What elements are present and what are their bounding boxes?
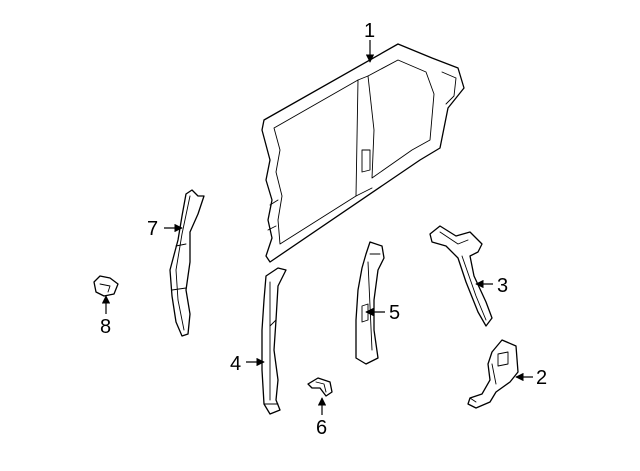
part-4-center-pillar-inner xyxy=(261,267,287,415)
callout-7: 7 xyxy=(147,218,158,240)
callout-8: 8 xyxy=(100,316,111,338)
part-5-center-pillar-reinforcement xyxy=(355,241,385,365)
leader-lines xyxy=(101,40,533,415)
part-2-rear-pillar-lower xyxy=(467,339,519,409)
part-7-hinge-pillar xyxy=(169,189,205,337)
callout-4: 4 xyxy=(230,353,241,375)
part-3-pillar-bracket xyxy=(429,225,493,327)
part-1-body-side-frame xyxy=(261,43,465,263)
callout-2: 2 xyxy=(536,367,547,389)
callout-3: 3 xyxy=(497,275,508,297)
part-6-bracket xyxy=(307,377,333,397)
callout-6: 6 xyxy=(316,417,327,439)
callout-labels: 1 2 3 4 5 6 7 8 xyxy=(100,20,547,439)
callout-5: 5 xyxy=(389,302,400,324)
part-8-clip xyxy=(93,275,119,297)
callout-1: 1 xyxy=(364,20,375,42)
